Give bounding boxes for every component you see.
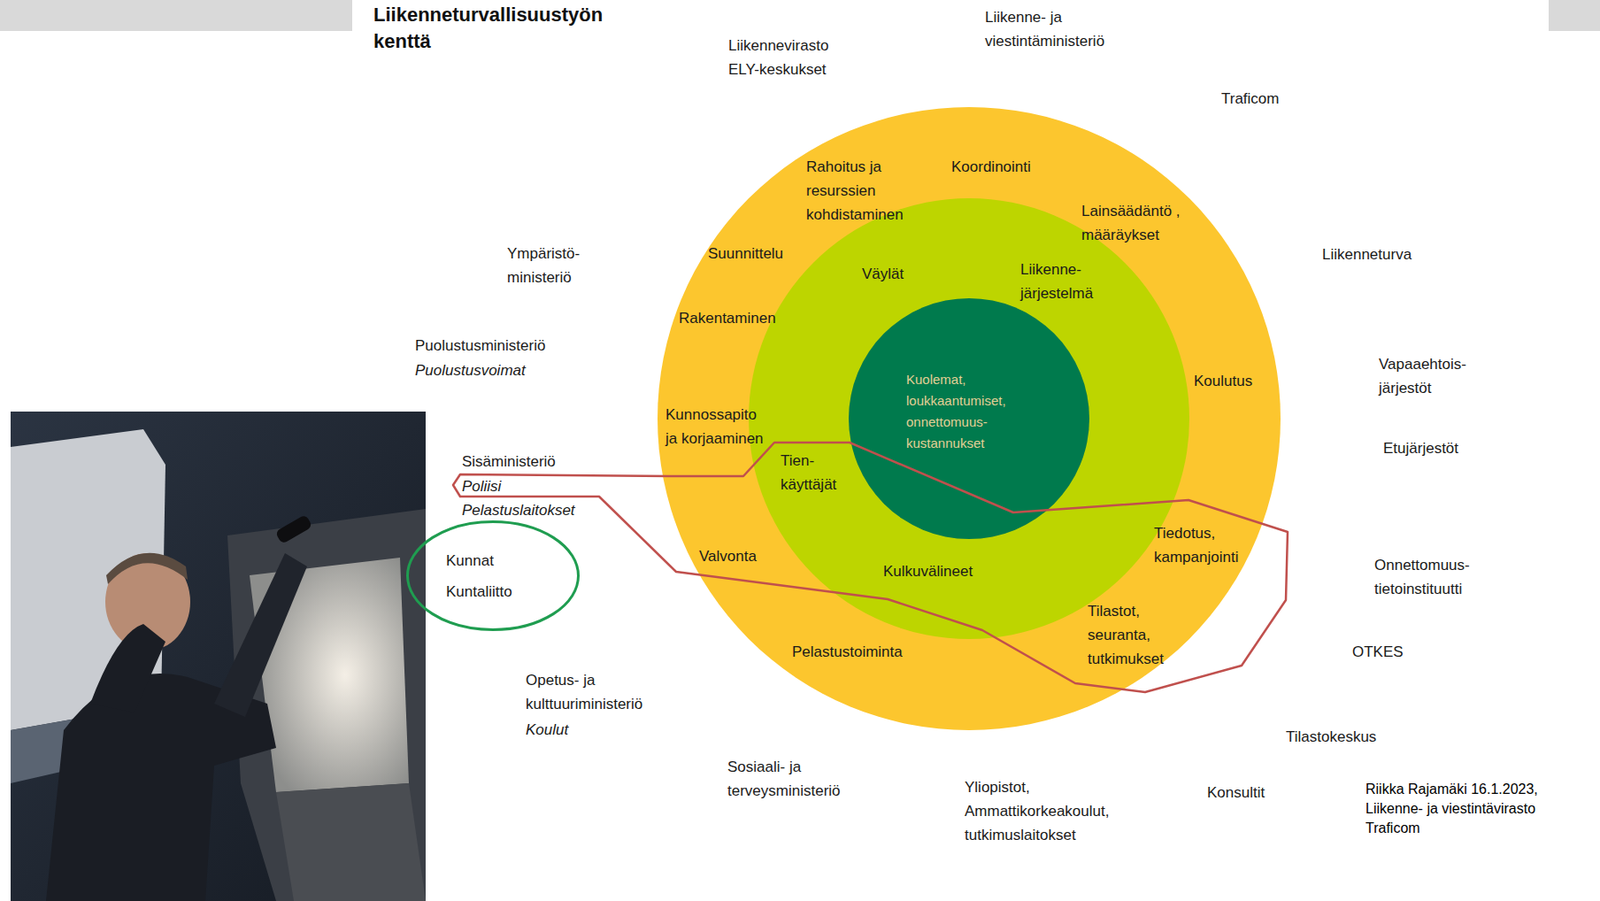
organisation-label: Traficom [1221, 86, 1280, 111]
activity-text: Koulutus [1193, 369, 1253, 393]
organisation-label: Liikenne- ja viestintäministeriö [984, 5, 1108, 54]
photo-background [10, 411, 426, 901]
organisation-label: Puolustusvoimat [415, 358, 526, 383]
organisation-label: Puolustusministeriö [415, 333, 546, 358]
grey-bar [1548, 0, 1600, 31]
source-caption: Riikka Rajamäki 16.1.2023, Liikenne- ja … [1365, 779, 1545, 839]
flashlight [275, 514, 314, 545]
activity-text: Rahoitus ja resurssien kohdistaminen [806, 154, 912, 227]
organisation-label: Konsultit [1207, 780, 1265, 805]
middle-ring-circle: Kuolemat, loukkaantumiset, onnettomuus- … [748, 198, 1190, 639]
activity-text: Koordinointi [951, 154, 1031, 179]
highlight-ellipse: KunnatKuntaliitto [406, 520, 580, 631]
activity-text: Tilastot, seuranta, tutkimukset [1087, 599, 1171, 671]
grey-bar [0, 0, 353, 31]
activity-text: Kunnossapito ja korjaaminen [665, 402, 769, 451]
municipality-label: Kunnat [446, 548, 494, 573]
organisation-label: Ympäristö- ministeriö [507, 241, 585, 290]
organisation-label: Tilastokeskus [1285, 724, 1377, 749]
organisation-label: Etujärjestöt [1383, 436, 1459, 461]
organisation-label: Sosiaali- ja terveysministeriö [727, 754, 846, 803]
activity-text: Tiedotus, kampanjointi [1153, 521, 1245, 570]
activity-text: Valvonta [699, 544, 757, 569]
organisation-label: Liikenneturva [1322, 242, 1412, 267]
core-circle: Kuolemat, loukkaantumiset, onnettomuus- … [848, 298, 1090, 539]
organisation-label: Onnettomuus- tietoinstituutti [1374, 553, 1474, 601]
outer-ring-circle-outline [657, 107, 1281, 731]
system-text: Kulkuvälineet [883, 559, 973, 584]
highlight-ellipse-outline [407, 522, 579, 631]
highlight-ellipse-shape [406, 520, 580, 631]
activity-text: Pelastustoiminta [792, 639, 903, 664]
organisation-label: Poliisi [461, 474, 501, 499]
system-text: Liikenne- järjestelmä [1020, 257, 1099, 306]
organisation-label: Opetus- ja kulttuuriministeriö [525, 668, 647, 716]
organisation-label: Koulut [525, 717, 569, 742]
organisation-label: Yliopistot, Ammattikorkeakoulut, tutkimu… [964, 775, 1105, 847]
core-text: Kuolemat, loukkaantumiset, onnettomuus- … [906, 369, 1005, 454]
organisation-label: Liikennevirasto ELY-keskukset [728, 33, 834, 82]
middle-ring-circle-outline [748, 198, 1190, 639]
system-text: Tien- käyttäjät [780, 448, 844, 497]
organisation-label: Vapaaehtois- järjestöt [1378, 352, 1472, 400]
activity-text: Rakentaminen [678, 306, 777, 331]
core-circle-outline [848, 298, 1090, 539]
officer-hair [106, 553, 188, 585]
activity-text: Lainsäädäntö , määräykset [1081, 199, 1187, 247]
organisation-label: OTKES [1352, 639, 1404, 664]
outer-ring-circle: Kuolemat, loukkaantumiset, onnettomuus- … [657, 107, 1281, 731]
highlight-outline [453, 442, 1288, 693]
car-door [276, 783, 426, 901]
organisation-label: Pelastuslaitokset [461, 498, 576, 523]
municipality-label: Kuntaliitto [446, 579, 513, 604]
officer-radio-arm [90, 623, 166, 713]
activity-text: Suunnittelu [707, 241, 784, 266]
organisation-label: Sisäministeriö [461, 449, 556, 474]
system-text: Väylät [861, 261, 904, 286]
police-photo [10, 411, 426, 901]
officer-arm [214, 553, 308, 717]
diagram-title: Liikenneturvallisuustyön kenttä [373, 1, 617, 55]
